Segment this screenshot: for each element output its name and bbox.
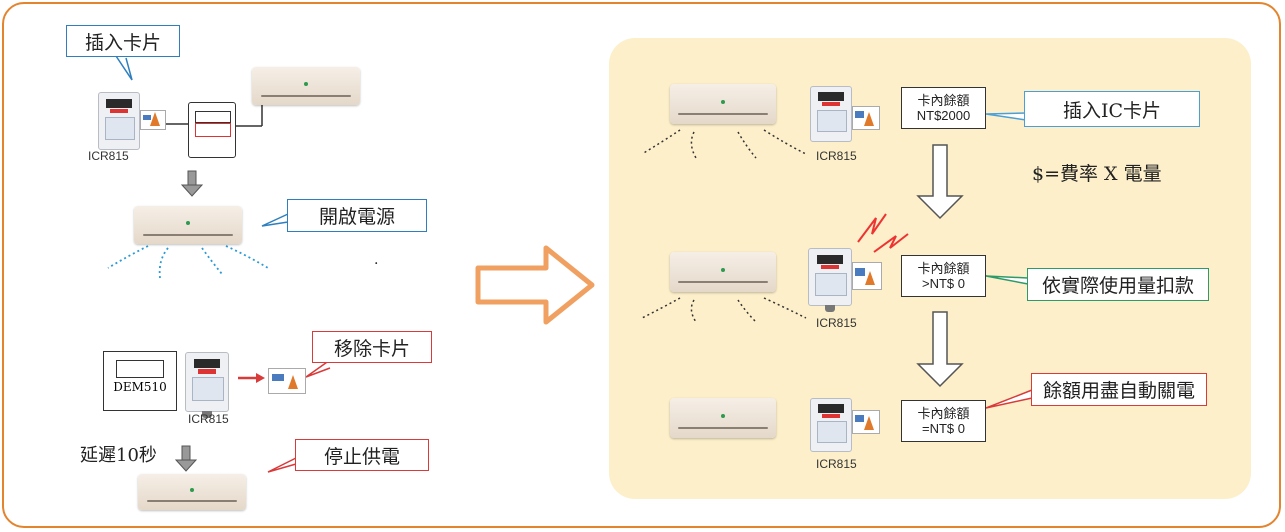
- callout-remove-card-label: 移除卡片: [333, 337, 410, 360]
- callout-power-on: 開啟電源: [287, 199, 427, 232]
- dot-mark: .: [374, 252, 379, 268]
- card-reader-right-2: [808, 248, 852, 312]
- callout-insert-card-label: 插入卡片: [84, 31, 161, 54]
- callout-stop-power: 停止供電: [295, 439, 429, 471]
- ic-card-1: [140, 110, 166, 130]
- air-conditioner-power-on: [134, 206, 242, 244]
- dem510-device: DEM510: [103, 351, 177, 411]
- callout-insert-card: 插入卡片: [66, 25, 180, 57]
- balance-1-line2: NT$2000: [916, 108, 971, 123]
- formula-label: $=費率 X 電量: [1032, 163, 1162, 185]
- callout-auto-off: 餘額用盡自動關電: [1031, 373, 1207, 406]
- card-reader-right-1: [810, 86, 852, 142]
- delay-label: 延遲10秒: [80, 445, 157, 466]
- balance-3-line1: 卡內餘額: [917, 406, 970, 421]
- ic-card-right-3: [852, 410, 880, 434]
- dem510-label: DEM510: [113, 380, 167, 394]
- balance-box-3: 卡內餘額 =NT$ 0: [901, 400, 986, 442]
- balance-2-line2: >NT$ 0: [922, 276, 965, 291]
- air-conditioner-right-2: [670, 252, 776, 292]
- air-conditioner-top: [252, 67, 360, 105]
- callout-power-on-label: 開啟電源: [318, 206, 395, 228]
- callout-stop-power-label: 停止供電: [323, 445, 400, 468]
- device-label-2: ICR815: [188, 412, 229, 426]
- balance-2-line1: 卡內餘額: [917, 261, 970, 276]
- balance-1-line1: 卡內餘額: [917, 93, 970, 108]
- air-conditioner-right-1: [670, 84, 776, 124]
- card-reader-device-1: [98, 92, 140, 150]
- air-conditioner-right-3: [670, 398, 776, 438]
- ic-card-right-2: [852, 262, 882, 290]
- balance-box-1: 卡內餘額 NT$2000: [901, 87, 986, 129]
- ic-card-right-1: [852, 106, 880, 130]
- down-arrow-1: [180, 170, 204, 197]
- device-label-1: ICR815: [88, 149, 129, 163]
- device-label-right-2: ICR815: [816, 316, 857, 330]
- callout-remove-card: 移除卡片: [312, 331, 432, 363]
- device-label-right-1: ICR815: [816, 149, 857, 163]
- ic-card-removed: [268, 368, 306, 394]
- device-label-right-3: ICR815: [816, 457, 857, 471]
- callout-insert-ic-label: 插入IC卡片: [1062, 99, 1162, 122]
- card-reader-device-2: [185, 352, 229, 418]
- down-arrow-2: [174, 445, 198, 472]
- callout-deduct: 依實際使用量扣款: [1027, 268, 1209, 301]
- callout-insert-ic: 插入IC卡片: [1024, 91, 1200, 127]
- electric-meter: [188, 102, 236, 158]
- balance-box-2: 卡內餘額 >NT$ 0: [901, 255, 986, 297]
- callout-deduct-label: 依實際使用量扣款: [1041, 275, 1194, 297]
- callout-auto-off-label: 餘額用盡自動關電: [1042, 380, 1195, 402]
- card-reader-right-3: [810, 398, 852, 452]
- balance-3-line2: =NT$ 0: [922, 421, 965, 436]
- air-conditioner-off: [138, 474, 246, 510]
